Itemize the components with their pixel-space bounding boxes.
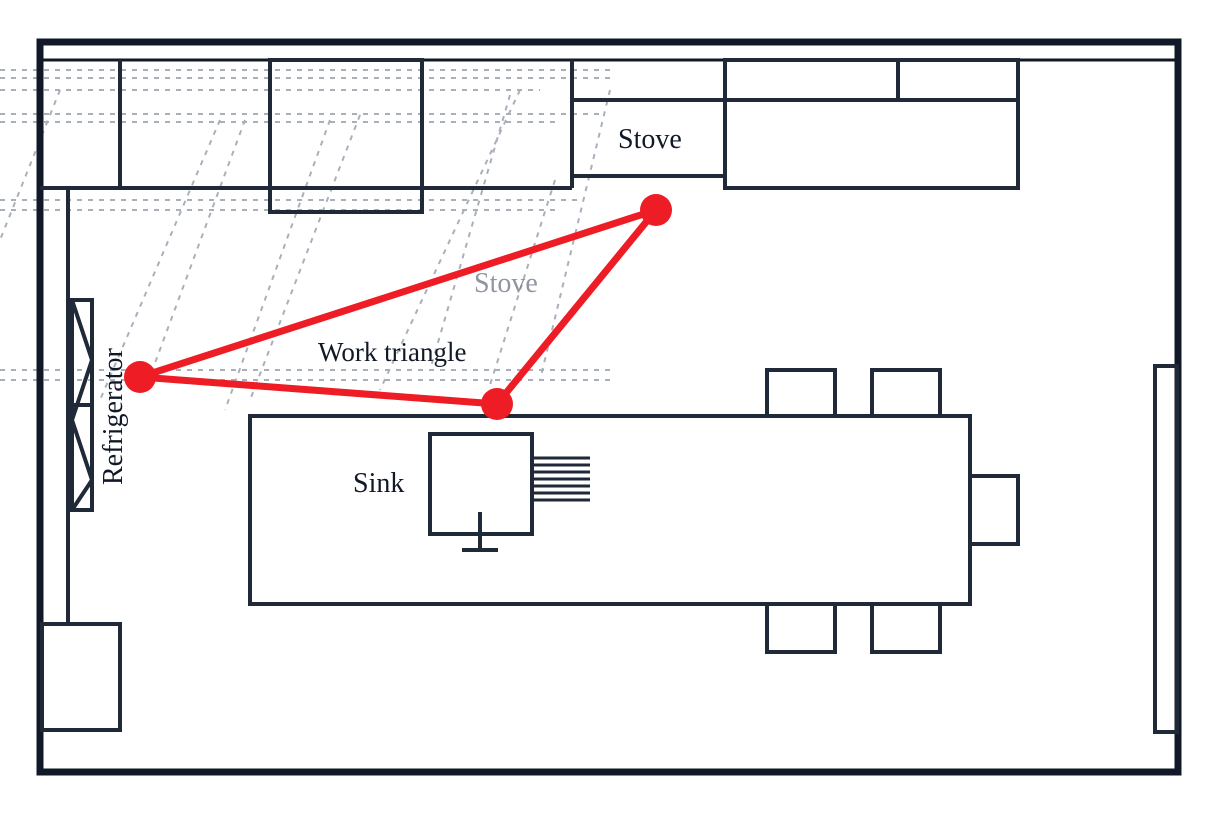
work-triangle-label: Work triangle — [318, 337, 467, 367]
stool-bottom-1 — [765, 602, 837, 654]
drainboard — [532, 456, 590, 502]
triangle-vertex-sink — [481, 388, 513, 420]
refrigerator-symbol — [70, 298, 94, 512]
triangle-vertex-stove — [640, 194, 672, 226]
work-triangle — [136, 206, 660, 408]
ghost-guidelines — [0, 69, 615, 411]
stove-ghost-label: Stove — [474, 268, 538, 299]
sink-basin — [428, 432, 534, 552]
stool-top-2 — [870, 368, 942, 418]
island-stools — [765, 368, 1020, 654]
triangle-vertex-refrigerator — [124, 361, 156, 393]
upper-cabinets — [40, 58, 1020, 214]
refrigerator-label: Refrigerator — [98, 348, 129, 485]
sink-label: Sink — [353, 468, 404, 499]
stool-end — [968, 474, 1020, 546]
stove-label: Stove — [618, 124, 682, 155]
stool-top-1 — [765, 368, 837, 418]
right-window — [1153, 364, 1179, 734]
left-counter — [40, 188, 122, 732]
outer-wall — [36, 38, 1182, 776]
stool-bottom-2 — [870, 602, 942, 654]
kitchen-island — [248, 414, 972, 606]
